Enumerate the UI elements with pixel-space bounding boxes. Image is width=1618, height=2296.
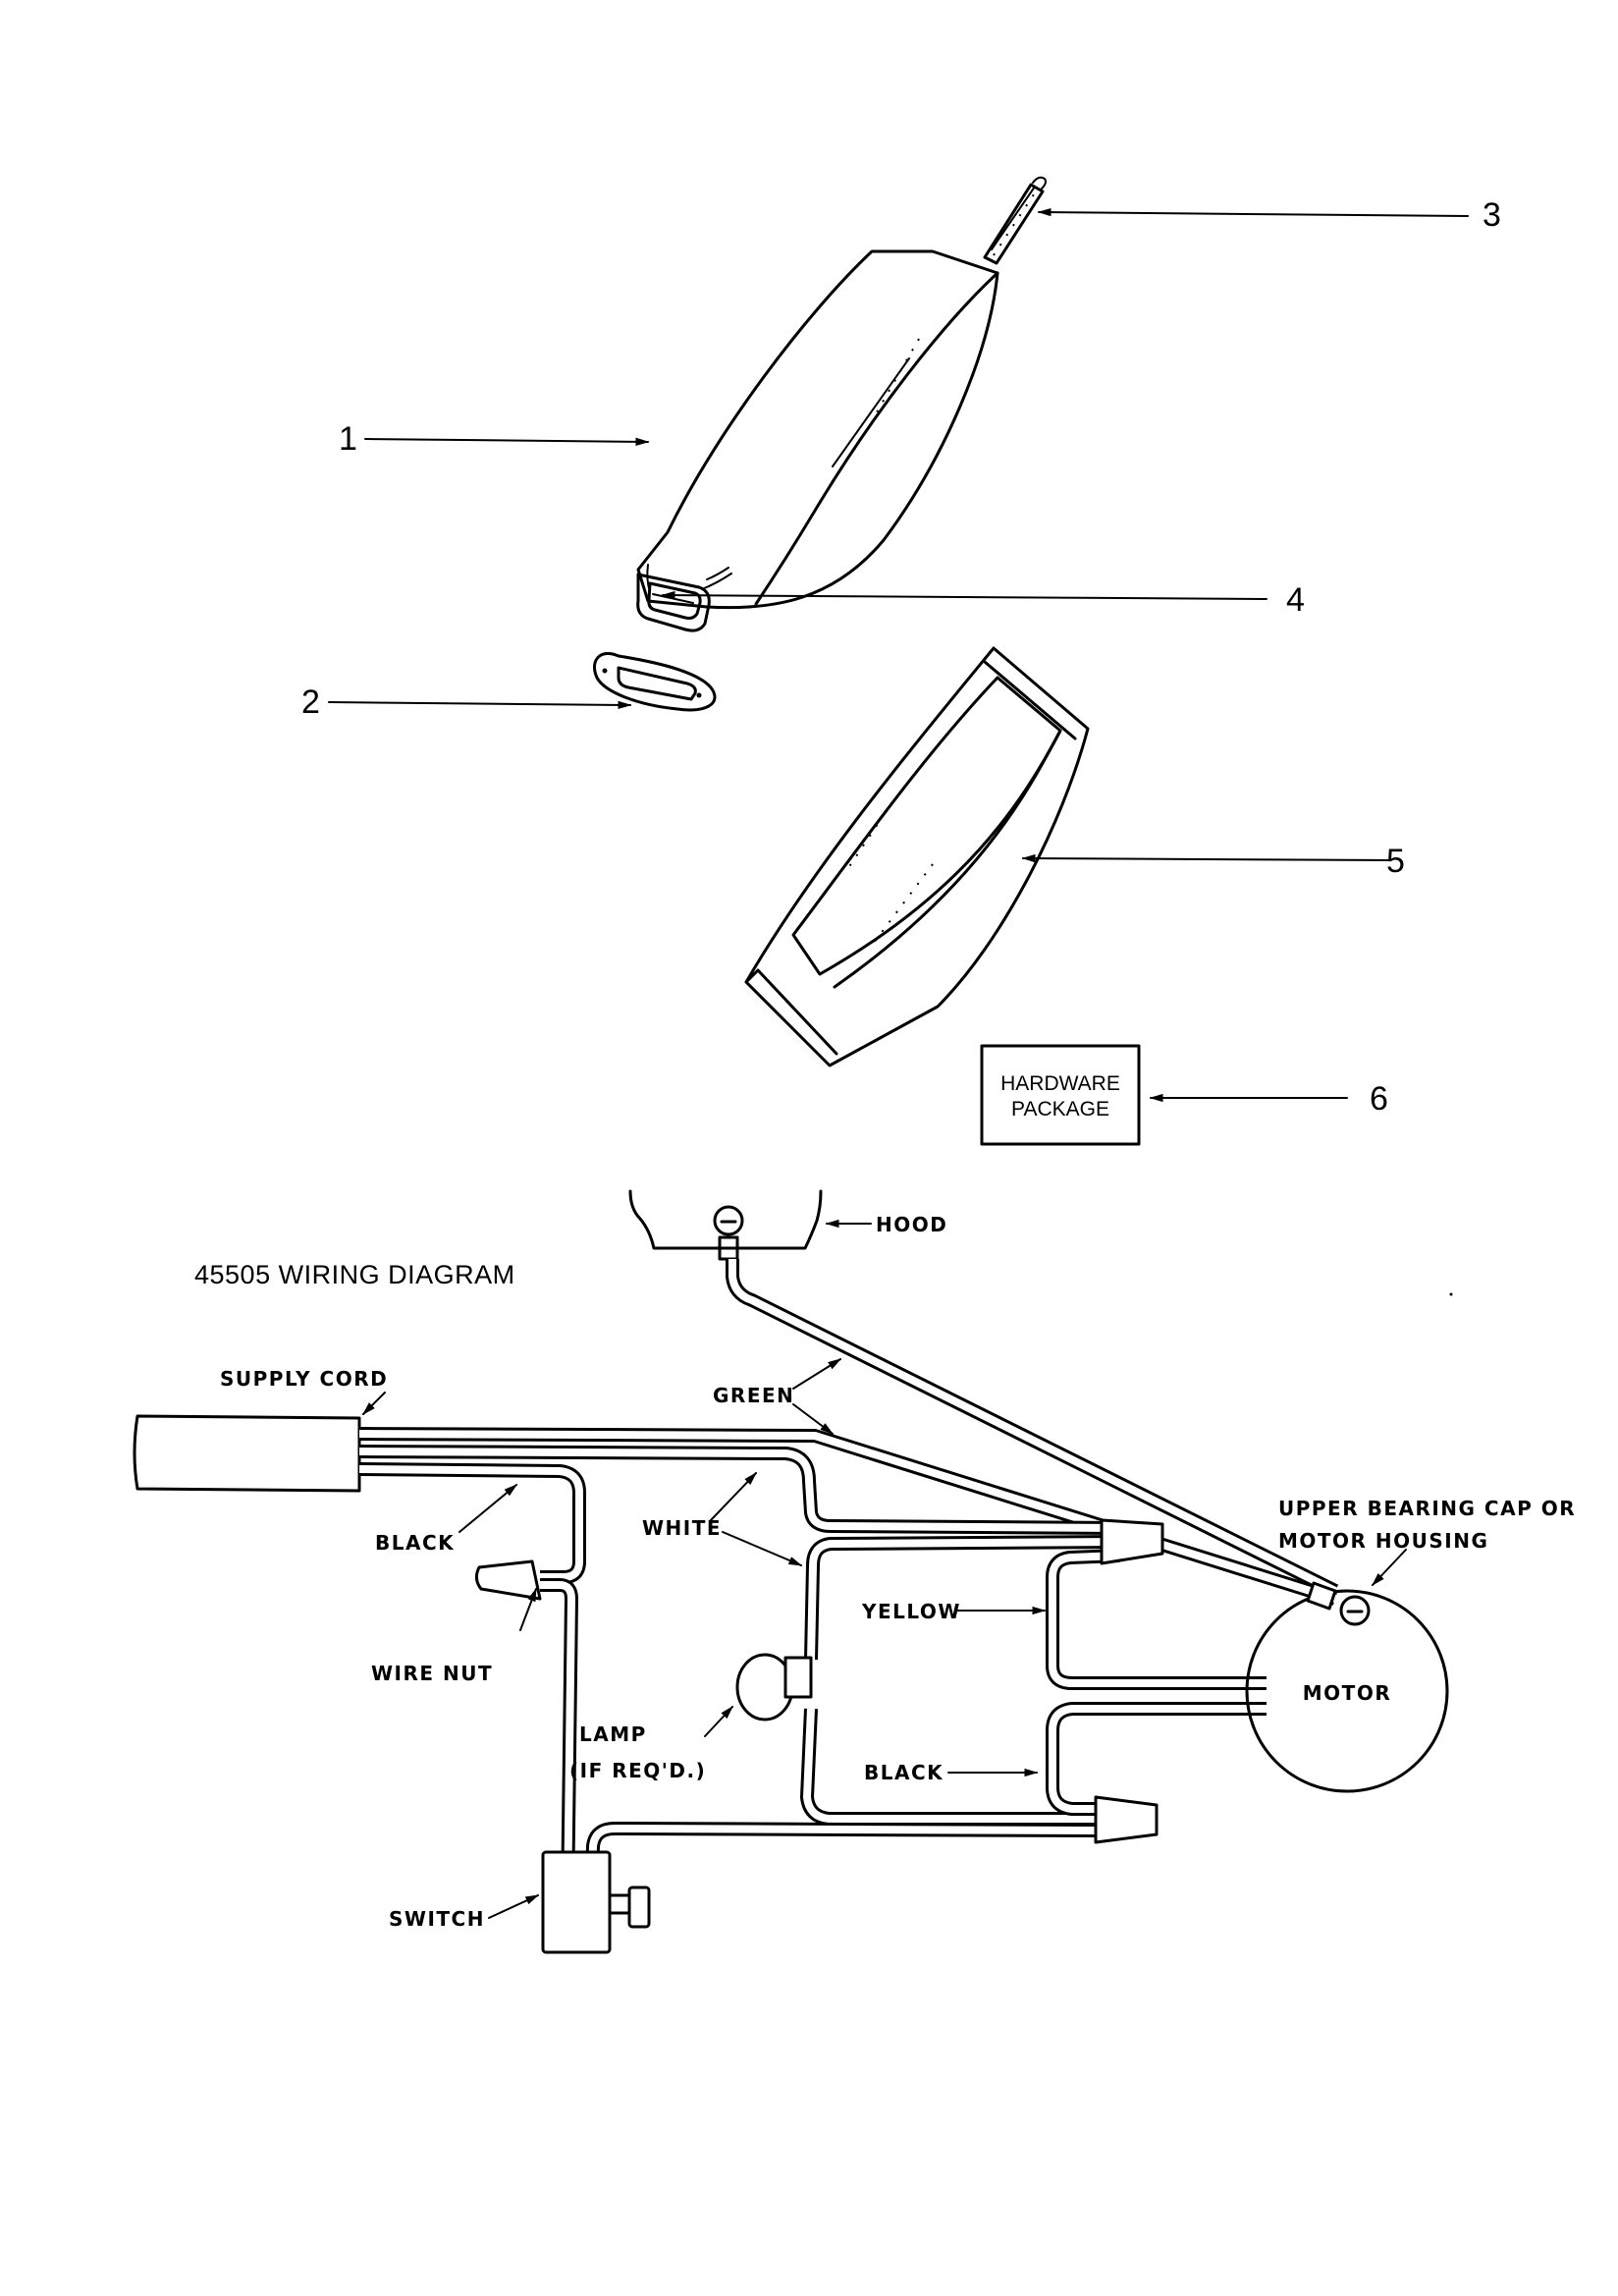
hood[interactable]: HOOD <box>628 1189 947 1261</box>
switch-label: SWITCH <box>389 1907 485 1931</box>
hardware-package-line1: HARDWARE <box>1000 1072 1120 1095</box>
supply-cord[interactable]: SUPPLY CORD <box>133 1367 388 1493</box>
callout-leaders <box>328 207 1469 1103</box>
upper-bearing-cap-label-line1: UPPER BEARING CAP OR <box>1278 1497 1576 1520</box>
motor[interactable]: MOTOR <box>1245 1589 1449 1793</box>
switch[interactable] <box>541 1850 651 1954</box>
black-wire-label-lower: BLACK <box>864 1761 944 1784</box>
collar-gasket-part[interactable] <box>593 652 717 712</box>
scan-speck <box>1449 1292 1453 1296</box>
callout-number-1[interactable]: 1 <box>339 420 357 458</box>
lamp-label-line2: (IF REQ'D.) <box>569 1759 706 1782</box>
callout-leader-4 <box>661 590 1267 600</box>
callout-number-2[interactable]: 2 <box>301 683 320 721</box>
white-wire-label: WHITE <box>642 1516 722 1540</box>
label-pointers <box>458 1358 1407 1919</box>
callout-leader-3 <box>1037 207 1469 217</box>
upper-wire-connector[interactable] <box>1100 1518 1164 1565</box>
hood-label: HOOD <box>876 1213 947 1236</box>
hardware-package-part[interactable]: HARDWARE PACKAGE <box>980 1044 1141 1146</box>
spring-clip-part[interactable] <box>983 176 1047 265</box>
ground-screw[interactable] <box>1306 1581 1371 1626</box>
wiring-diagram: 45505 WIRING DIAGRAM HOOD SUPPLY CORD <box>133 1189 1576 1954</box>
callout-number-5[interactable]: 5 <box>1386 843 1405 880</box>
lower-wire-connector[interactable] <box>1094 1795 1159 1844</box>
callout-number-6[interactable]: 6 <box>1370 1080 1388 1118</box>
lamp[interactable] <box>735 1653 813 1722</box>
callout-leader-1 <box>364 437 650 447</box>
callout-leader-2 <box>328 700 632 710</box>
black-wire-label-upper: BLACK <box>375 1531 455 1555</box>
green-wire-label: GREEN <box>713 1384 794 1407</box>
callout-number-4[interactable]: 4 <box>1286 581 1305 619</box>
callout-number-3[interactable]: 3 <box>1483 196 1501 234</box>
outer-bag-part[interactable] <box>744 646 1090 1067</box>
upper-bearing-cap-label-line2: MOTOR HOUSING <box>1278 1529 1488 1553</box>
supply-cord-label: SUPPLY CORD <box>220 1367 388 1391</box>
yellow-wire-label: YELLOW <box>861 1600 961 1623</box>
bag-body-part[interactable] <box>636 249 999 610</box>
wire-nut-label: WIRE NUT <box>371 1662 493 1685</box>
hardware-package-line2: PACKAGE <box>1011 1098 1109 1121</box>
motor-label: MOTOR <box>1303 1681 1391 1705</box>
exploded-view: HARDWARE PACKAGE 1 2 3 4 5 6 <box>301 176 1501 1146</box>
wire-nut[interactable] <box>474 1559 542 1601</box>
wiring-diagram-title: 45505 WIRING DIAGRAM <box>194 1260 515 1289</box>
lamp-label-line1: LAMP <box>579 1722 647 1746</box>
callout-leader-5 <box>1021 853 1390 863</box>
